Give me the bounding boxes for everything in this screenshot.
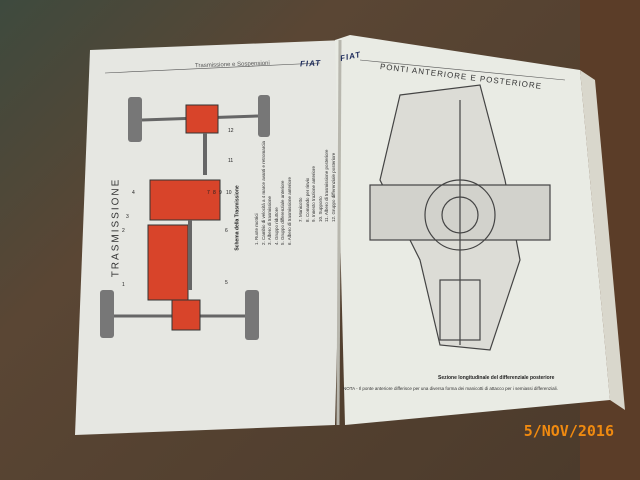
photo-date-stamp: 5/NOV/2016: [523, 422, 614, 440]
diagram-label: 11: [228, 158, 234, 164]
side-title: TRASMISSIONE: [110, 177, 122, 278]
figure-caption-right: Sezione longitudinale del differenziale …: [438, 375, 555, 381]
diagram-label: 5: [225, 280, 228, 286]
transmission-diagram: [100, 95, 270, 340]
differential-section-drawing: [369, 84, 551, 351]
header-rule-right: [359, 59, 566, 81]
diagram-label: 12: [228, 128, 234, 134]
wheel: [128, 97, 142, 142]
note-text: NOTA - Il ponte anteriore differisce per…: [343, 386, 558, 391]
diagram-label: 2: [122, 228, 125, 234]
diagram-label: 6: [225, 228, 228, 234]
wheel: [258, 95, 270, 137]
left-page: [75, 40, 345, 435]
left-fiat-logo: FIAT: [299, 58, 322, 69]
legend-item: 12. Gruppo differenziale posteriore: [330, 152, 336, 222]
diagram-label: 3: [126, 214, 129, 220]
wheel: [245, 290, 259, 340]
wheel: [100, 290, 114, 338]
rear-differential: [185, 104, 219, 134]
figure-caption-left: Schema della Trasmissione: [234, 185, 241, 251]
diagram-label: 1: [122, 282, 125, 288]
diagram-label: 4: [132, 190, 135, 196]
diagram-label: 8: [213, 190, 216, 196]
legend-col-2: 7. Manicotto 8. Comando per rinvio 9. In…: [298, 150, 337, 222]
page-edges: [580, 70, 625, 410]
diagram-label: 10: [226, 190, 232, 196]
legend-item: 6. Albero di trasmissione anteriore: [286, 176, 292, 245]
transfer-box: [149, 179, 221, 221]
legend-col-1: 1. Ruote motrici 2. Cambio di velocità a…: [254, 141, 293, 245]
header-rule-left: [104, 62, 321, 74]
diagram-label: 7: [207, 190, 210, 196]
book-spine: [336, 39, 342, 426]
diagram-label: 9: [219, 190, 222, 196]
legend-item: 11. Albero di trasmissione posteriore: [324, 149, 329, 222]
gearbox: [147, 224, 189, 301]
front-differential: [171, 299, 201, 331]
